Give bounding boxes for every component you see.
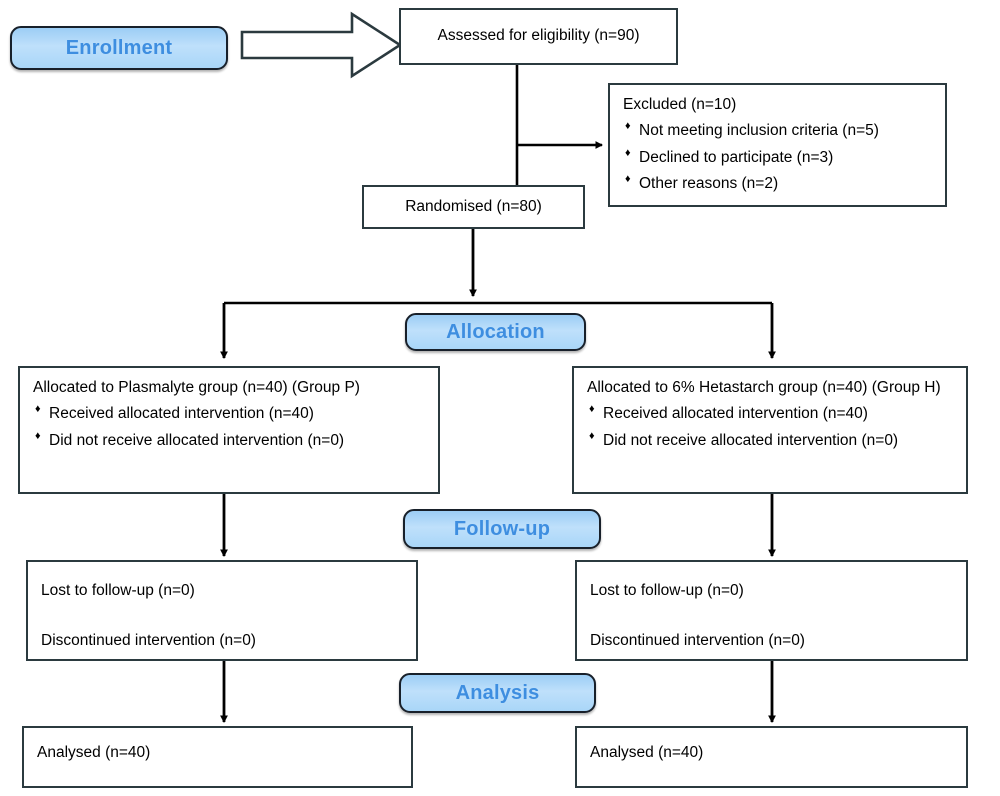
block-arrow-icon bbox=[240, 11, 403, 79]
node-excluded-bullets: Not meeting inclusion criteria (n=5) Dec… bbox=[623, 119, 934, 195]
stage-label-enrollment: Enrollment bbox=[65, 36, 173, 59]
node-allocated-group-h-title: Allocated to 6% Hetastarch group (n=40) … bbox=[587, 379, 941, 396]
node-excluded-title: Excluded (n=10) bbox=[623, 96, 737, 113]
stage-pill-analysis: Analysis bbox=[399, 673, 596, 713]
list-item: Declined to participate (n=3) bbox=[623, 146, 934, 169]
node-allocated-group-h-bullets: Received allocated intervention (n=40) D… bbox=[587, 402, 955, 452]
list-item: Did not receive allocated intervention (… bbox=[33, 429, 427, 452]
list-item: Not meeting inclusion criteria (n=5) bbox=[623, 119, 934, 142]
node-followup-left-lost: Lost to follow-up (n=0) bbox=[41, 582, 195, 599]
stage-label-analysis: Analysis bbox=[455, 681, 540, 704]
node-allocated-group-p-bullets: Received allocated intervention (n=40) D… bbox=[33, 402, 427, 452]
stage-label-allocation: Allocation bbox=[446, 320, 545, 343]
node-analysed-right-title: Analysed (n=40) bbox=[590, 744, 704, 761]
stage-pill-enrollment: Enrollment bbox=[10, 26, 228, 70]
node-analysed-left-title: Analysed (n=40) bbox=[37, 744, 151, 761]
node-randomised-title: Randomised (n=80) bbox=[405, 197, 542, 215]
list-item: Received allocated intervention (n=40) bbox=[587, 402, 955, 425]
node-analysed-right: Analysed (n=40) bbox=[575, 726, 968, 788]
node-followup-right-lost: Lost to follow-up (n=0) bbox=[590, 582, 744, 599]
list-item: Other reasons (n=2) bbox=[623, 172, 934, 195]
node-followup-right-discontinued: Discontinued intervention (n=0) bbox=[590, 632, 805, 650]
node-excluded: Excluded (n=10) Not meeting inclusion cr… bbox=[608, 83, 947, 207]
node-assessed-for-eligibility: Assessed for eligibility (n=90) bbox=[399, 8, 678, 65]
node-assessed-title: Assessed for eligibility (n=90) bbox=[437, 27, 640, 45]
node-followup-left: Lost to follow-up (n=0) Discontinued int… bbox=[26, 560, 418, 661]
node-followup-left-discontinued: Discontinued intervention (n=0) bbox=[41, 632, 256, 650]
stage-pill-allocation: Allocation bbox=[405, 313, 586, 351]
node-randomised: Randomised (n=80) bbox=[362, 185, 585, 229]
list-item: Received allocated intervention (n=40) bbox=[33, 402, 427, 425]
list-item: Did not receive allocated intervention (… bbox=[587, 429, 955, 452]
node-analysed-left: Analysed (n=40) bbox=[22, 726, 413, 788]
node-followup-right: Lost to follow-up (n=0) Discontinued int… bbox=[575, 560, 968, 661]
stage-label-followup: Follow-up bbox=[453, 517, 551, 540]
stage-pill-followup: Follow-up bbox=[403, 509, 601, 549]
node-allocated-group-p: Allocated to Plasmalyte group (n=40) (Gr… bbox=[18, 366, 440, 494]
node-allocated-group-h: Allocated to 6% Hetastarch group (n=40) … bbox=[572, 366, 968, 494]
node-allocated-group-p-title: Allocated to Plasmalyte group (n=40) (Gr… bbox=[33, 379, 360, 396]
